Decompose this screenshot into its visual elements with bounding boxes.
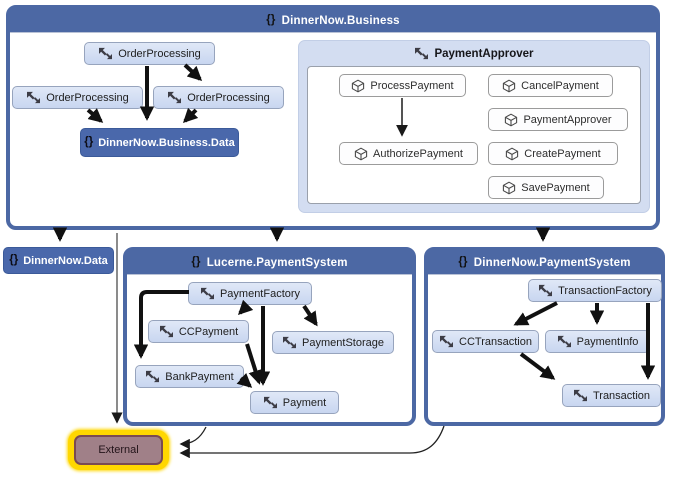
node-authorizepayment[interactable]: AuthorizePayment — [339, 142, 478, 165]
node-label: PaymentStorage — [302, 336, 384, 349]
method-icon — [167, 91, 182, 104]
node-cancelpayment[interactable]: CancelPayment — [488, 74, 613, 97]
node-label: OrderProcessing — [46, 91, 129, 104]
method-icon — [200, 287, 215, 300]
node-ccpayment[interactable]: CCPayment — [148, 320, 249, 343]
container-dinnernow-paymentsystem-header[interactable]: {} DinnerNow.PaymentSystem — [428, 251, 661, 275]
node-paymentapprover[interactable]: PaymentApprover — [488, 108, 628, 131]
node-paymentfactory[interactable]: PaymentFactory — [188, 282, 312, 305]
container-title: DinnerNow.PaymentSystem — [473, 256, 631, 269]
node-label: ProcessPayment — [370, 79, 454, 92]
method-icon — [145, 370, 160, 383]
method-icon — [263, 396, 278, 409]
method-icon — [557, 335, 572, 348]
node-createpayment[interactable]: CreatePayment — [488, 142, 618, 165]
namespace-braces-icon: {} — [191, 255, 201, 268]
node-label: BankPayment — [165, 370, 234, 383]
node-paymentinfo[interactable]: PaymentInfo — [545, 330, 650, 353]
cube-icon — [502, 79, 516, 93]
container-title: PaymentApprover — [434, 47, 534, 60]
node-label: SavePayment — [521, 181, 590, 194]
node-savepayment[interactable]: SavePayment — [488, 176, 604, 199]
node-label: CCPayment — [178, 325, 239, 338]
namespace-braces-icon: {} — [9, 253, 19, 266]
method-icon — [98, 47, 113, 60]
node-cctransaction[interactable]: CCTransaction — [432, 330, 539, 353]
node-label: External — [98, 444, 139, 456]
method-icon — [573, 389, 588, 402]
node-label: AuthorizePayment — [373, 147, 463, 160]
cube-icon — [354, 147, 368, 161]
node-label: OrderProcessing — [118, 47, 201, 60]
container-dinnernow-business-header[interactable]: {} DinnerNow.Business — [10, 9, 656, 33]
node-label: OrderProcessing — [187, 91, 270, 104]
node-label: DinnerNow.Data — [23, 254, 108, 267]
node-dinnernow-business-data[interactable]: {} DinnerNow.Business.Data — [80, 128, 239, 157]
cube-icon — [351, 79, 365, 93]
method-icon — [414, 47, 429, 60]
node-label: Payment — [282, 396, 327, 409]
namespace-braces-icon: {} — [458, 255, 468, 268]
node-label: CreatePayment — [524, 147, 601, 160]
container-payment-approver-header[interactable]: PaymentApprover — [299, 41, 649, 66]
container-lucerne-header[interactable]: {} Lucerne.PaymentSystem — [127, 251, 412, 275]
node-orderprocessing-mid[interactable]: OrderProcessing — [153, 86, 284, 109]
method-icon — [159, 325, 174, 338]
method-icon — [26, 91, 41, 104]
node-payment[interactable]: Payment — [250, 391, 339, 414]
node-label: PaymentFactory — [219, 287, 301, 300]
node-processpayment[interactable]: ProcessPayment — [339, 74, 466, 97]
node-orderprocessing-top[interactable]: OrderProcessing — [84, 42, 215, 65]
cube-icon — [504, 113, 518, 127]
namespace-braces-icon: {} — [266, 13, 276, 26]
node-transactionfactory[interactable]: TransactionFactory — [528, 279, 662, 302]
method-icon — [538, 284, 553, 297]
node-label: CancelPayment — [521, 79, 599, 92]
node-label: CCTransaction — [459, 335, 532, 348]
node-external-inner: External — [74, 435, 163, 465]
node-orderprocessing-left[interactable]: OrderProcessing — [12, 86, 143, 109]
node-external[interactable]: External — [68, 430, 169, 470]
container-title: DinnerNow.Business — [281, 14, 400, 27]
container-title: Lucerne.PaymentSystem — [206, 256, 348, 269]
node-label: PaymentInfo — [576, 335, 639, 348]
method-icon — [282, 336, 297, 349]
cube-icon — [502, 181, 516, 195]
method-icon — [439, 335, 454, 348]
node-label: TransactionFactory — [558, 284, 652, 297]
cube-icon — [505, 147, 519, 161]
node-transaction[interactable]: Transaction — [562, 384, 661, 407]
node-label: DinnerNow.Business.Data — [98, 136, 235, 149]
node-bankpayment[interactable]: BankPayment — [135, 365, 244, 388]
node-label: PaymentApprover — [523, 113, 612, 126]
namespace-braces-icon: {} — [84, 135, 94, 148]
node-label: Transaction — [592, 389, 651, 402]
node-dinnernow-data[interactable]: {} DinnerNow.Data — [3, 247, 114, 274]
node-paymentstorage[interactable]: PaymentStorage — [272, 331, 394, 354]
